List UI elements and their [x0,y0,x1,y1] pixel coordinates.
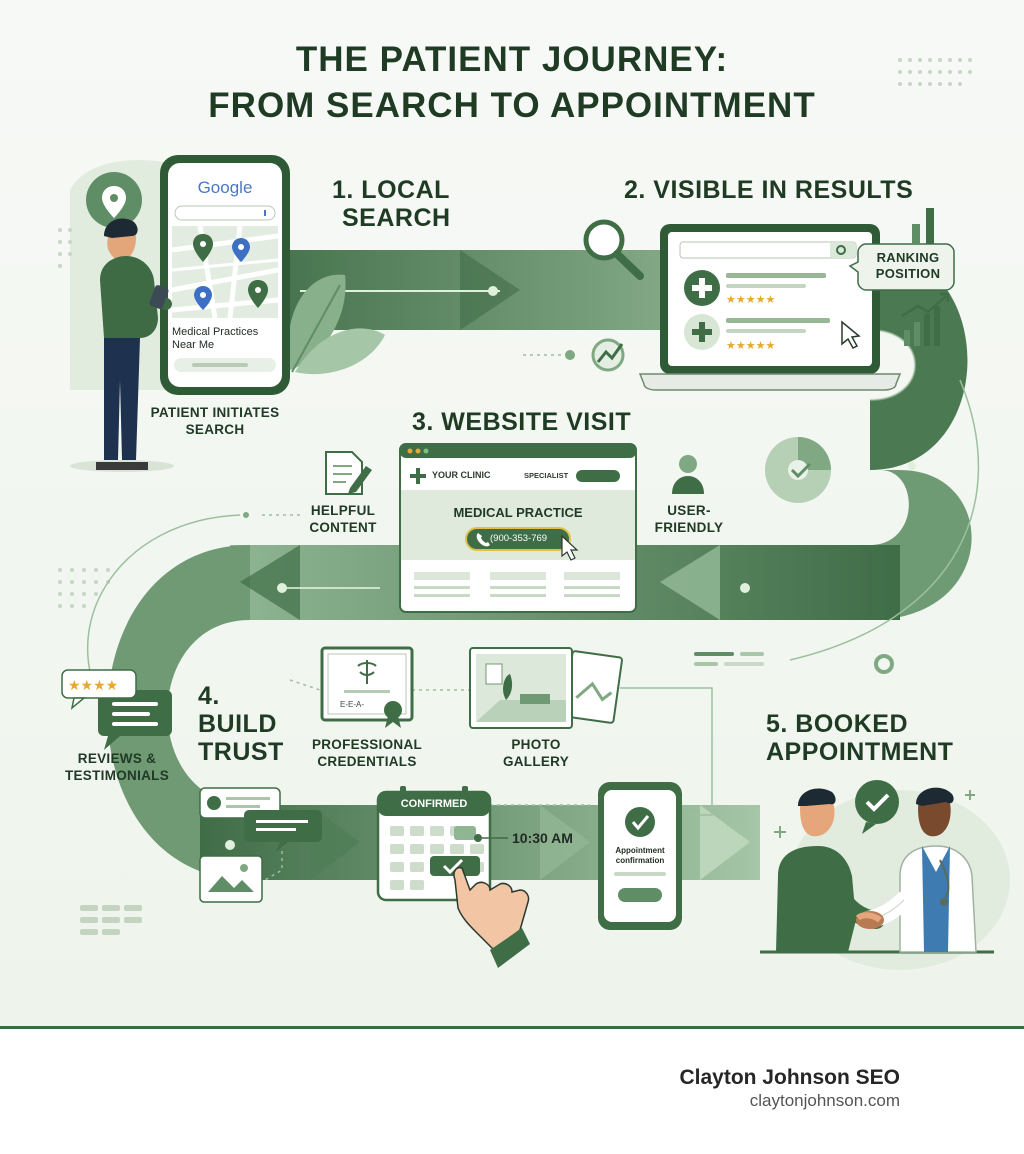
search-query-line-2: Near Me [172,339,215,351]
brand-name: Clayton Johnson SEO [679,1066,900,1089]
step-5-title: 5. BOOKED APPOINTMENT [766,710,953,766]
photo-gallery [469,647,623,729]
footer [0,1026,1024,1154]
website-heading: MEDICAL PRACTICE [453,505,583,520]
gallery-caption-line-2: GALLERY [502,754,570,769]
svg-text:★★★★★: ★★★★★ [726,339,775,352]
decor-lines [694,652,764,666]
helpful-caption-line-1: HELPFUL [310,503,376,518]
helpful-caption-line-2: CONTENT [309,520,377,535]
connector-lines [86,354,980,881]
brand-url[interactable]: claytonjohnson.com [749,1091,900,1110]
search-query-line-1: Medical Practices [172,326,259,338]
reviews-caption: REVIEWS & TESTIMONIALS [52,750,182,784]
trend-search-icon [591,338,625,372]
smartphone-search [160,155,290,395]
confirmation-text: Appointment confirmation [604,846,676,866]
step-1-label-2: SEARCH [342,204,451,232]
confirmation-line-2: confirmation [615,856,665,865]
title-line-2: FROM SEARCH TO APPOINTMENT [208,86,816,125]
step-1-number-label: 1. LOCAL [332,176,450,204]
confirmation-phone [598,782,682,930]
certificate [320,646,414,728]
location-pin-icon [86,172,142,228]
check-bubble-icon [774,780,975,838]
patient-caption-line-2: SEARCH [185,422,245,437]
gallery-caption: PHOTO GALLERY [486,736,586,770]
user-icon [672,455,704,494]
credentials-caption-line-1: PROFESSIONAL [311,737,423,752]
calendar [376,786,508,902]
ranking-caption-line-2: POSITION [875,266,941,281]
svg-text:★★★★: ★★★★ [68,678,118,694]
laptop-results [638,224,902,391]
reviews-caption-line-2: TESTIMONIALS [64,768,170,783]
handshake-illustration [760,787,994,954]
ranking-bubble [848,243,955,291]
brand-block: Clayton Johnson SEO claytonjohnson.com [679,1066,900,1112]
ranking-caption: RANKING POSITION [860,250,956,282]
credentials-caption: PROFESSIONAL CREDENTIALS [300,736,434,770]
step-4-number: 4. [198,682,220,710]
review-cards [199,787,322,903]
plant-decoration [288,274,385,375]
helpful-caption: HELPFUL CONTENT [300,502,386,536]
website-clinic-name: YOUR CLINIC [432,470,491,480]
pie-icon [765,437,831,503]
reviews-bubbles: ★★★★ [61,669,172,750]
browser-window [399,443,637,613]
dot-grid [58,58,972,608]
document-icon [325,451,372,495]
ranking-caption-line-1: RANKING [876,250,940,265]
website-nav-link: SPECIALIST [524,471,569,480]
patient-figure [70,218,174,472]
step-4-label-2: BUILD [198,710,277,738]
user-friendly-caption: USER- FRIENDLY [644,502,734,536]
title-line-1: THE PATIENT JOURNEY: [295,40,729,79]
credentials-caption-line-2: CREDENTIALS [317,754,417,769]
patient-caption-line-1: PATIENT INITIATES [150,405,280,420]
bar-chart-icon [901,208,950,346]
calendar-header: CONFIRMED [400,798,468,810]
step-4-title: 4. BUILD TRUST [198,682,284,766]
website-phone-number: (900-353-769 [490,533,548,544]
step-5-label: 5. BOOKED [766,710,909,738]
appointment-time: 10:30 AM [512,830,573,846]
star-rating: ★★★★★ ★★★★★ [726,293,775,352]
reviews-caption-line-1: REVIEWS & [77,751,157,766]
step-4-label-3: TRUST [198,738,284,766]
step-1-title: 1. LOCAL SEARCH [332,176,451,232]
google-wordmark: Google [197,178,253,197]
svg-text:★★★★★: ★★★★★ [726,293,775,306]
magnifier-icon [583,219,644,280]
user-caption-line-2: FRIENDLY [654,520,724,535]
step-5-label-2: APPOINTMENT [766,738,954,766]
pointing-hand-icon [453,866,530,968]
user-caption-line-1: USER- [667,503,711,518]
certificate-text: E-E-A- [340,700,364,709]
google-logo: Google [168,178,282,198]
step-2-title: 2. VISIBLE IN RESULTS [624,176,914,204]
step-3-title: 3. WEBSITE VISIT [412,408,632,436]
brick-pattern [80,905,142,935]
patient-caption: PATIENT INITIATES SEARCH [130,404,300,438]
gallery-caption-line-1: PHOTO [511,737,561,752]
confirmation-line-1: Appointment [615,846,665,855]
search-query: Medical Practices Near Me [172,326,282,352]
